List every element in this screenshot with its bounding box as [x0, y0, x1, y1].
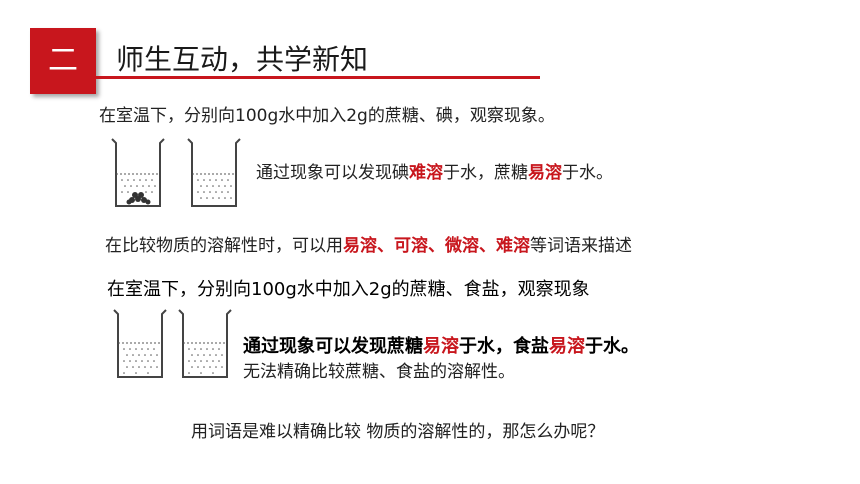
beaker-salt-icon: [178, 309, 232, 378]
experiment2-result: 通过现象可以发现蔗糖易溶于水，食盐易溶于水。: [243, 332, 639, 358]
experiment2-note: 无法精确比较蔗糖、食盐的溶解性。: [243, 362, 515, 382]
result1-text-a: 通过现象可以发现碘: [256, 163, 409, 183]
closing-question: 用词语是难以精确比较 物质的溶解性的，那怎么办呢？: [191, 422, 605, 442]
experiment1-prompt: 在室温下，分别向100g水中加入2g的蔗糖、碘，观察现象。: [99, 106, 555, 126]
result2-text-a: 通过现象可以发现蔗糖: [243, 336, 423, 357]
result1-text-c: 于水。: [562, 163, 613, 183]
beaker-sugar-icon: [187, 138, 241, 207]
result2-keyword-a: 易溶: [423, 336, 459, 357]
result1-keyword-a: 难溶: [409, 163, 443, 183]
describe-text-b: 等词语来描述: [530, 236, 632, 256]
page-title: 师生互动，共学新知: [116, 43, 369, 76]
result1-keyword-b: 易溶: [528, 163, 562, 183]
describe-text-a: 在比较物质的溶解性时，可以用: [105, 236, 343, 256]
result2-keyword-b: 易溶: [549, 336, 585, 357]
experiment2-prompt: 在室温下，分别向100g水中加入2g的蔗糖、食盐，观察现象: [107, 279, 590, 300]
result2-text-c: 于水。: [585, 336, 639, 357]
beaker-sugar-icon: [113, 309, 167, 378]
solubility-terms-sentence: 在比较物质的溶解性时，可以用易溶、可溶、微溶、难溶等词语来描述: [105, 231, 632, 256]
experiment1-result: 通过现象可以发现碘难溶于水，蔗糖易溶于水。: [256, 158, 613, 183]
result1-text-b: 于水，蔗糖: [443, 163, 528, 183]
solubility-terms: 易溶、可溶、微溶、难溶: [343, 236, 530, 256]
title-underline: [96, 76, 540, 79]
result2-text-b: 于水，食盐: [459, 336, 549, 357]
section-number-badge: 二: [30, 28, 96, 94]
beaker-iodine-icon: [111, 138, 165, 207]
